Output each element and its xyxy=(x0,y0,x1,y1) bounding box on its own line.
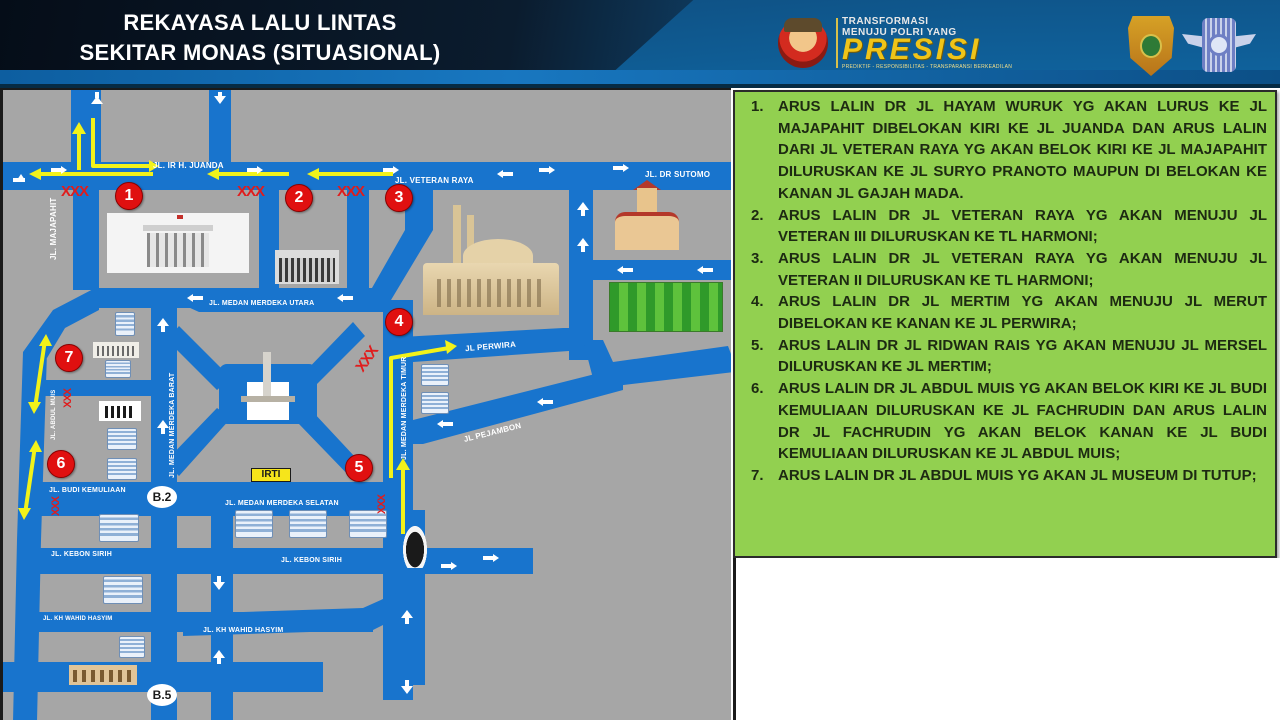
instruction-text: ARUS LALIN DR JL HAYAM WURUK YG AKAN LUR… xyxy=(778,98,1267,202)
street-label-medan-merdeka-timur: JL. MEDAN MERDEKA TIMUR xyxy=(401,356,408,460)
bus-stop-b5: B.5 xyxy=(147,684,177,706)
road-network xyxy=(3,90,731,720)
instruction-item-3: 3. ARUS LALIN DR JL VETERAN RAYA YG AKAN … xyxy=(747,248,1267,291)
instruction-number: 1. xyxy=(751,98,764,115)
street-label-medan-merdeka-selatan: JL. MEDAN MERDEKA SELATAN xyxy=(225,500,339,507)
statue-icon xyxy=(401,522,429,568)
street-label-majapahit: JL. MAJAPAHIT xyxy=(49,197,58,260)
street-label-medan-merdeka-barat: JL. MEDAN MERDEKA BARAT xyxy=(169,372,176,478)
instruction-item-2: 2. ARUS LALIN DR JL VETERAN RAYA YG AKAN … xyxy=(747,205,1267,248)
office-building-icon xyxy=(235,510,273,538)
lapangan-banteng-field xyxy=(609,282,723,332)
header-divider xyxy=(0,84,1280,88)
instruction-item-6: 6. ARUS LALIN DR JL ABDUL MUIS YG AKAN BE… xyxy=(747,378,1267,465)
marker-3[interactable]: 3 xyxy=(385,184,413,212)
office-building-icon xyxy=(107,428,137,450)
government-building-icon xyxy=(99,401,141,421)
instruction-number: 6. xyxy=(751,380,764,398)
presisi-tagline-2: MENUJU POLRI YANG xyxy=(842,27,957,38)
instruction-item-7: 7. ARUS LALIN DR JL ABDUL MUIS YG AKAN JL… xyxy=(747,465,1267,487)
instruction-item-1: 1. ARUS LALIN DR JL HAYAM WURUK YG AKAN L… xyxy=(747,96,1267,205)
office-building-icon xyxy=(107,458,137,480)
street-label-kebon-sirih-2: JL. KEBON SIRIH xyxy=(281,557,342,564)
istana-merdeka-landmark xyxy=(107,213,249,273)
blank-area xyxy=(733,558,1280,720)
instruction-number: 3. xyxy=(751,249,764,267)
instruction-number: 2. xyxy=(751,206,764,224)
office-building-icon xyxy=(349,510,387,538)
school-building-icon xyxy=(69,665,137,685)
irti-label: IRTI xyxy=(251,468,291,482)
instruction-number: 4. xyxy=(751,293,764,311)
road-closure-7: XXX xyxy=(62,388,74,408)
instruction-text: ARUS LALIN DR JL VETERAN RAYA YG AKAN ME… xyxy=(778,249,1267,289)
office-building-icon xyxy=(421,392,449,414)
office-building-icon xyxy=(103,576,143,604)
marker-6[interactable]: 6 xyxy=(47,450,75,478)
road-closure-1: XXX xyxy=(61,183,89,200)
marker-5[interactable]: 5 xyxy=(345,454,373,482)
police-mascot-icon xyxy=(778,18,828,68)
instruction-item-4: 4. ARUS LALIN DR JL MERTIM YG AKAN MENUJU… xyxy=(747,291,1267,334)
museum-landmark xyxy=(275,250,339,284)
street-label-budi-kemuliaan: JL. BUDI KEMULIAAN xyxy=(49,487,126,494)
office-building-icon xyxy=(105,360,131,378)
title-line-2: SEKITAR MONAS (SITUASIONAL) xyxy=(79,40,441,65)
instruction-number: 7. xyxy=(751,466,764,484)
museum-building-icon xyxy=(93,342,139,358)
presisi-logo: TRANSFORMASI MENUJU POLRI YANG PRESISI P… xyxy=(778,14,1078,74)
road-closure-3: XXX xyxy=(337,183,365,200)
presisi-wordmark: PRESISI xyxy=(842,33,982,66)
street-label-juanda: JL. IR H. JUANDA xyxy=(153,161,224,170)
road-closure-5: XXX xyxy=(376,494,388,514)
presisi-tagline: TRANSFORMASI MENUJU POLRI YANG xyxy=(842,16,957,38)
presisi-tagline-1: TRANSFORMASI xyxy=(842,16,929,27)
monas-monument-icon xyxy=(241,352,295,420)
instructions-panel: 1. ARUS LALIN DR JL HAYAM WURUK YG AKAN L… xyxy=(733,90,1277,558)
instruction-item-5: 5. ARUS LALIN DR JL RIDWAN RAIS YG AKAN M… xyxy=(747,335,1267,378)
street-label-veteran-raya: JL. VETERAN RAYA xyxy=(395,176,474,185)
header-banner: REKAYASA LALU LINTAS SEKITAR MONAS (SITU… xyxy=(0,0,1280,88)
instruction-number: 5. xyxy=(751,336,764,354)
street-label-kh-wahid-hasyim-2: JL. KH WAHID HASYIM xyxy=(203,627,284,634)
instruction-text: ARUS LALIN DR JL VETERAN RAYA YG AKAN ME… xyxy=(778,206,1267,246)
office-building-icon xyxy=(115,312,135,336)
bus-stop-b2: B.2 xyxy=(147,486,177,508)
office-building-icon xyxy=(289,510,327,538)
instruction-text: ARUS LALIN DR JL ABDUL MUIS YG AKAN BELO… xyxy=(778,380,1267,463)
header-stripe xyxy=(0,70,1280,88)
traffic-map: JL. IR H. JUANDA JL. VETERAN RAYA JL. DR… xyxy=(0,88,731,720)
marker-2[interactable]: 2 xyxy=(285,184,313,212)
street-label-medan-merdeka-utara: JL. MEDAN MERDEKA UTARA xyxy=(209,300,315,307)
cathedral-landmark xyxy=(609,180,685,250)
instruction-text: ARUS LALIN DR JL MERTIM YG AKAN MENUJU J… xyxy=(778,293,1267,333)
page-title: REKAYASA LALU LINTAS SEKITAR MONAS (SITU… xyxy=(20,8,500,68)
street-label-dr-sutomo: JL. DR SUTOMO xyxy=(645,170,711,179)
title-line-1: REKAYASA LALU LINTAS xyxy=(123,10,397,35)
street-label-kebon-sirih-1: JL. KEBON SIRIH xyxy=(51,551,112,558)
office-building-icon xyxy=(421,364,449,386)
road-closure-6: XXX xyxy=(50,496,62,516)
korlantas-badge-icon xyxy=(1182,16,1256,74)
instruction-text: ARUS LALIN DR JL RIDWAN RAIS YG AKAN MEN… xyxy=(778,336,1267,376)
street-label-kh-wahid-hasyim-1: JL. KH WAHID HASYIM xyxy=(43,616,113,622)
instructions-list: 1. ARUS LALIN DR JL HAYAM WURUK YG AKAN L… xyxy=(747,96,1267,487)
office-building-icon xyxy=(119,636,145,658)
office-building-icon xyxy=(99,514,139,542)
marker-1[interactable]: 1 xyxy=(115,182,143,210)
marker-7[interactable]: 7 xyxy=(55,344,83,372)
logo-separator xyxy=(836,18,838,68)
street-label-abdul-muis: JL. ABDUL MUIS xyxy=(51,389,57,440)
marker-4[interactable]: 4 xyxy=(385,308,413,336)
istiqlal-mosque-landmark xyxy=(423,205,559,315)
presisi-subtitle: PREDIKTIF - RESPONSIBILITAS - TRANSPARAN… xyxy=(842,64,1013,70)
road-closure-2: XXX xyxy=(237,183,265,200)
instruction-text: ARUS LALIN DR JL ABDUL MUIS YG AKAN JL M… xyxy=(778,466,1257,484)
